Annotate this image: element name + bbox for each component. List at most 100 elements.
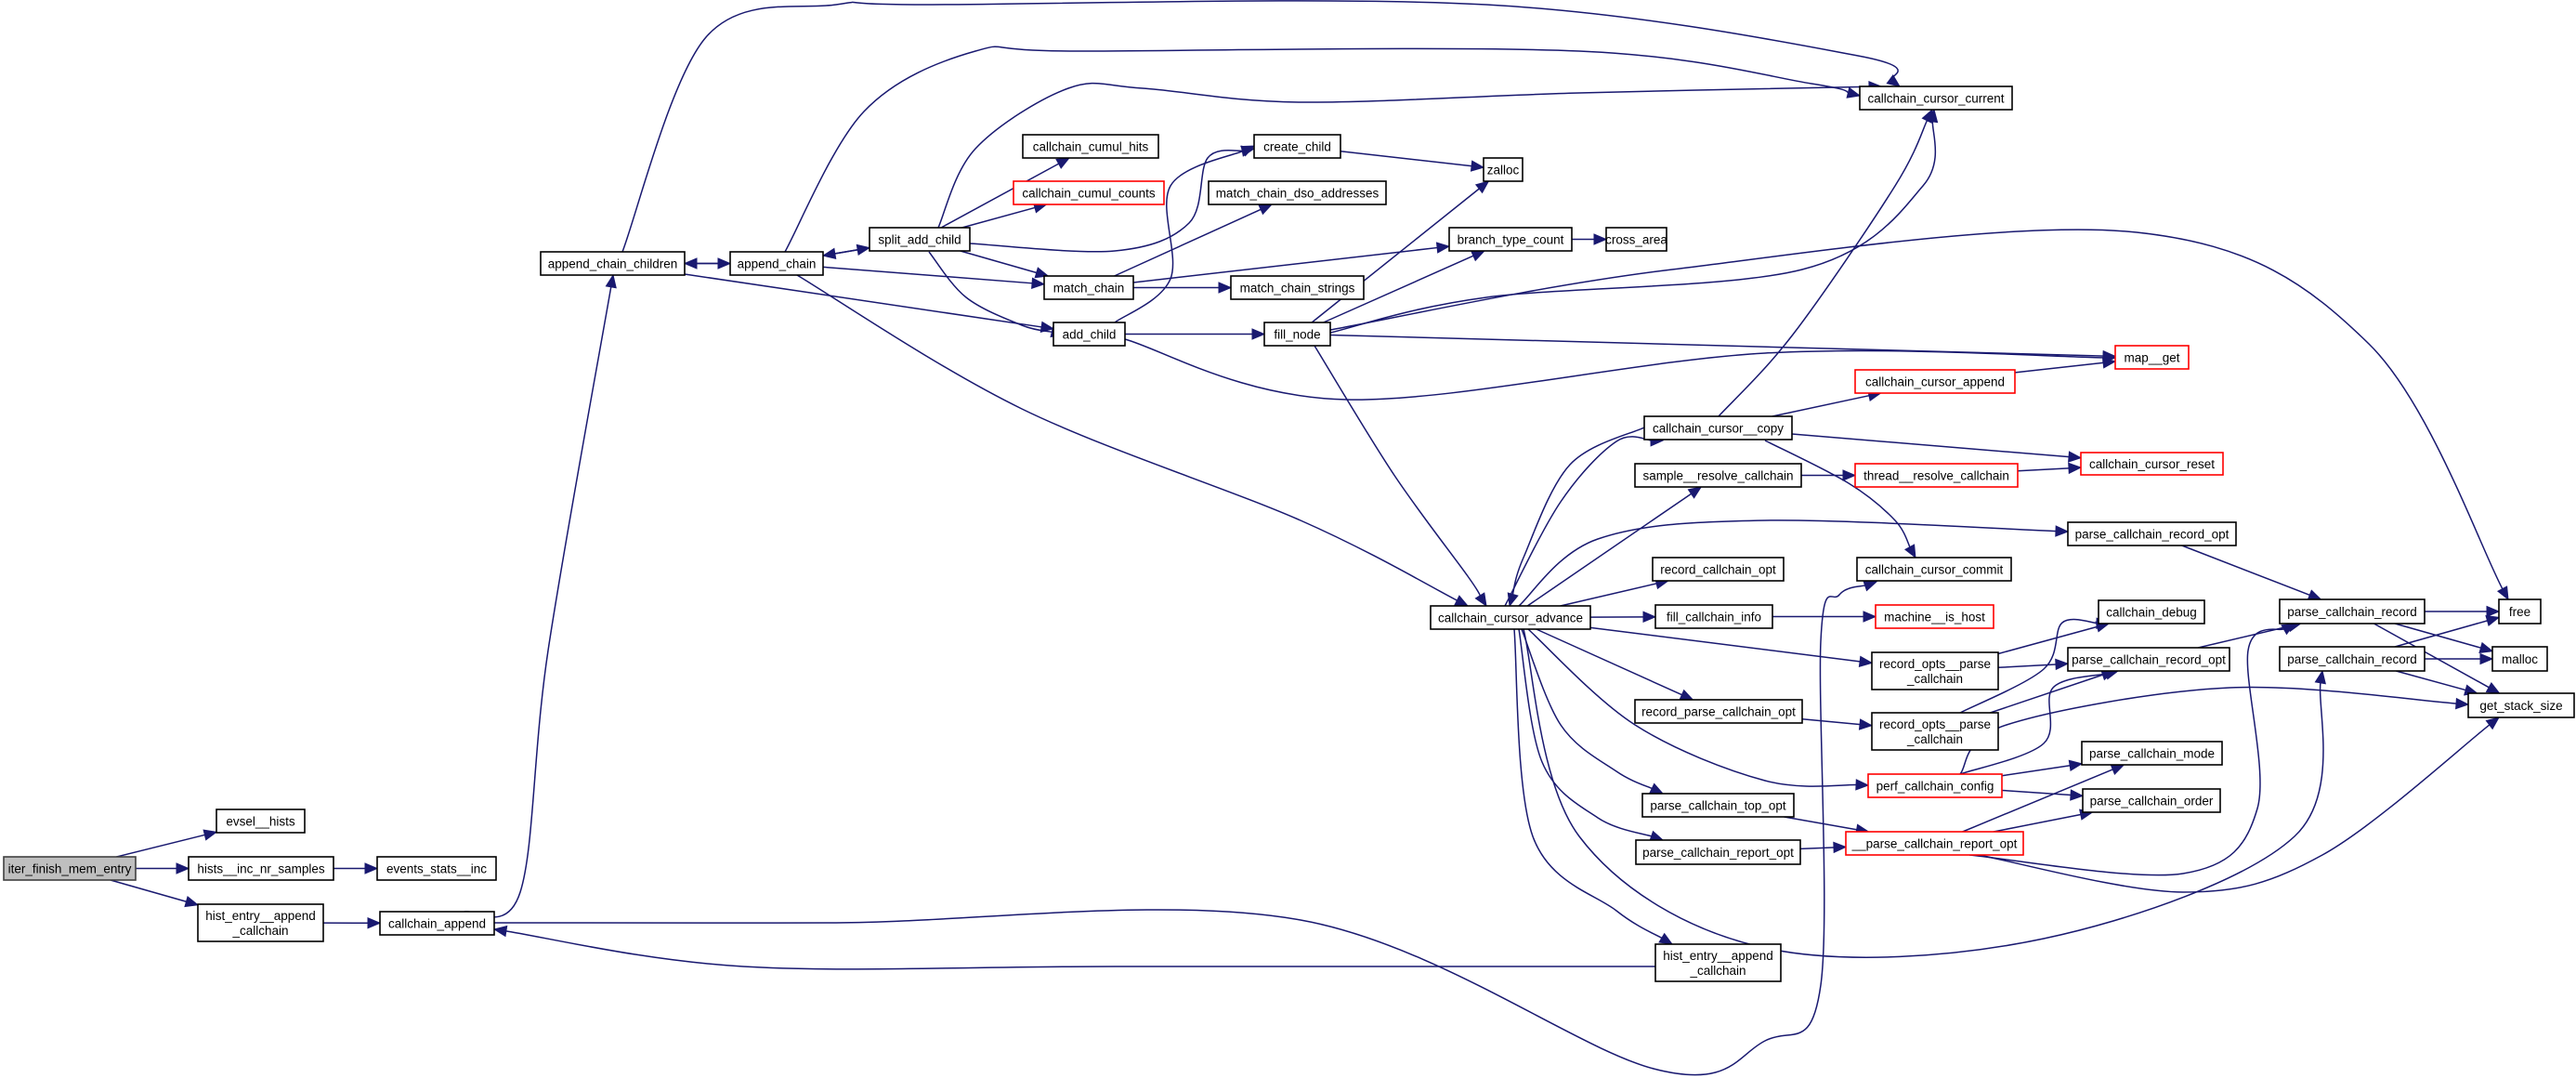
node-box[interactable] [2080, 452, 2224, 476]
node-callchain-cursor-current[interactable]: callchain_cursor_current [1859, 85, 2013, 111]
node-append-chain-children[interactable]: append_chain_children [540, 251, 686, 276]
node-iter-finish-mem-entry[interactable]: iter_finish_mem_entry [3, 856, 137, 881]
node-box[interactable] [1013, 180, 1165, 205]
node-box[interactable] [1263, 322, 1331, 347]
node-box[interactable] [1635, 839, 1801, 865]
node-box[interactable] [1845, 831, 2024, 856]
node-callchain-cursor-reset[interactable]: callchain_cursor_reset [2080, 452, 2224, 476]
node-parse-callchain-record-1[interactable]: parse_callchain_record [2279, 598, 2426, 624]
node-callchain-cursor-copy[interactable]: callchain_cursor__copy [1643, 415, 1793, 440]
node-callchain-cursor-commit[interactable]: callchain_cursor_commit [1856, 557, 2012, 582]
node-parse-callchain-report-opt[interactable]: parse_callchain_report_opt [1635, 839, 1801, 865]
node-box[interactable] [1448, 227, 1573, 252]
node-box[interactable] [379, 911, 495, 936]
node-box[interactable] [1483, 157, 1523, 182]
node-box[interactable] [2067, 521, 2237, 546]
node-hist-entry-append-callchain-1[interactable]: hist_entry__append_callchain [197, 903, 324, 942]
node-record-opts-parse-callchain-1[interactable]: record_opts__parse_callchain [1871, 651, 1999, 690]
node-record-parse-callchain-opt[interactable]: record_parse_callchain_opt [1634, 699, 1803, 724]
node-box[interactable] [2082, 788, 2221, 813]
node-box[interactable] [1867, 773, 2003, 798]
node-box[interactable] [1875, 604, 1994, 629]
node-box[interactable] [2467, 692, 2575, 718]
node-parse-callchain-record-opt-1[interactable]: parse_callchain_record_opt [2067, 521, 2237, 546]
node-fill-callchain-info[interactable]: fill_callchain_info [1654, 604, 1773, 629]
node-box[interactable] [1253, 134, 1341, 159]
node-box[interactable] [2279, 646, 2426, 672]
node-callchain-cumul-hits[interactable]: callchain_cumul_hits [1022, 134, 1159, 159]
node-box[interactable] [2081, 741, 2223, 766]
node-sample-resolve-callchain[interactable]: sample__resolve_callchain [1634, 463, 1802, 488]
node-box[interactable] [188, 856, 334, 881]
node-box[interactable] [2067, 647, 2230, 672]
node-box[interactable] [1605, 227, 1667, 252]
node-get-stack-size[interactable]: get_stack_size [2467, 692, 2575, 718]
node-hist-entry-append-callchain-2[interactable]: hist_entry__append_callchain [1654, 943, 1782, 982]
node-box[interactable] [1871, 651, 1999, 690]
node-parse-callchain-order[interactable]: parse_callchain_order [2082, 788, 2221, 813]
node-box[interactable] [1208, 180, 1387, 205]
node-box[interactable] [1634, 463, 1802, 488]
node-box[interactable] [1854, 369, 2016, 394]
node-parse-callchain-record-opt-2[interactable]: parse_callchain_record_opt [2067, 647, 2230, 672]
node-cross-area[interactable]: cross_area [1605, 227, 1667, 252]
node-append-chain[interactable]: append_chain [729, 251, 824, 276]
node-box[interactable] [2098, 599, 2205, 624]
node-match-chain-dso-addresses[interactable]: match_chain_dso_addresses [1208, 180, 1387, 205]
node-callchain-debug[interactable]: callchain_debug [2098, 599, 2205, 624]
node-free[interactable]: free [2498, 598, 2542, 624]
node-box[interactable] [1643, 415, 1793, 440]
node-box[interactable] [1854, 463, 2019, 488]
node-parse-callchain-record-2[interactable]: parse_callchain_record [2279, 646, 2426, 672]
node-box[interactable] [729, 251, 824, 276]
node-box[interactable] [2279, 598, 2426, 624]
node-split-add-child[interactable]: split_add_child [869, 227, 971, 252]
node-box[interactable] [1053, 322, 1126, 347]
node-box[interactable] [1856, 557, 2012, 582]
node-box[interactable] [540, 251, 686, 276]
node-box[interactable] [1652, 557, 1785, 582]
node-hists-inc-nr-samples[interactable]: hists__inc_nr_samples [188, 856, 334, 881]
node-evsel-hists[interactable]: evsel__hists [216, 808, 306, 834]
node-box[interactable] [1430, 605, 1591, 630]
node-callchain-cursor-append[interactable]: callchain_cursor_append [1854, 369, 2016, 394]
node-match-chain[interactable]: match_chain [1043, 275, 1134, 300]
node-callchain-cumul-counts[interactable]: callchain_cumul_counts [1013, 180, 1165, 205]
node-box[interactable] [1871, 712, 1999, 751]
node-box[interactable] [376, 856, 497, 881]
node-match-chain-strings[interactable]: match_chain_strings [1230, 275, 1365, 300]
node-record-callchain-opt[interactable]: record_callchain_opt [1652, 557, 1785, 582]
node-box[interactable] [1654, 604, 1773, 629]
node-box[interactable] [1043, 275, 1134, 300]
node-box[interactable] [216, 808, 306, 834]
node-machine-is-host[interactable]: machine__is_host [1875, 604, 1994, 629]
node-branch-type-count[interactable]: branch_type_count [1448, 227, 1573, 252]
node-box[interactable] [1230, 275, 1365, 300]
node-box[interactable] [1634, 699, 1803, 724]
node-box[interactable] [1654, 943, 1782, 982]
node-events-stats-inc[interactable]: events_stats__inc [376, 856, 497, 881]
node-map-get[interactable]: map__get [2114, 345, 2190, 370]
node-box[interactable] [2498, 598, 2542, 624]
node-box[interactable] [1641, 793, 1795, 818]
node-fill-node[interactable]: fill_node [1263, 322, 1331, 347]
node-box[interactable] [1022, 134, 1159, 159]
node-box[interactable] [3, 856, 137, 881]
node-parse-callchain-top-opt[interactable]: parse_callchain_top_opt [1641, 793, 1795, 818]
node-perf-callchain-config[interactable]: perf_callchain_config [1867, 773, 2003, 798]
node-box[interactable] [869, 227, 971, 252]
node-thread-resolve-callchain[interactable]: thread__resolve_callchain [1854, 463, 2019, 488]
node-record-opts-parse-callchain-2[interactable]: record_opts__parse_callchain [1871, 712, 1999, 751]
node-parse-callchain-mode[interactable]: parse_callchain_mode [2081, 741, 2223, 766]
node-callchain-append[interactable]: callchain_append [379, 911, 495, 936]
node-malloc[interactable]: malloc [2491, 646, 2548, 672]
node-box[interactable] [1859, 85, 2013, 111]
node-callchain-cursor-advance[interactable]: callchain_cursor_advance [1430, 605, 1591, 630]
node-box[interactable] [197, 903, 324, 942]
node-box[interactable] [2491, 646, 2548, 672]
node-create-child[interactable]: create_child [1253, 134, 1341, 159]
node-parse-callchain-report-opt[interactable]: __parse_callchain_report_opt [1845, 831, 2024, 856]
node-zalloc[interactable]: zalloc [1483, 157, 1523, 182]
node-box[interactable] [2114, 345, 2190, 370]
node-add-child[interactable]: add_child [1053, 322, 1126, 347]
